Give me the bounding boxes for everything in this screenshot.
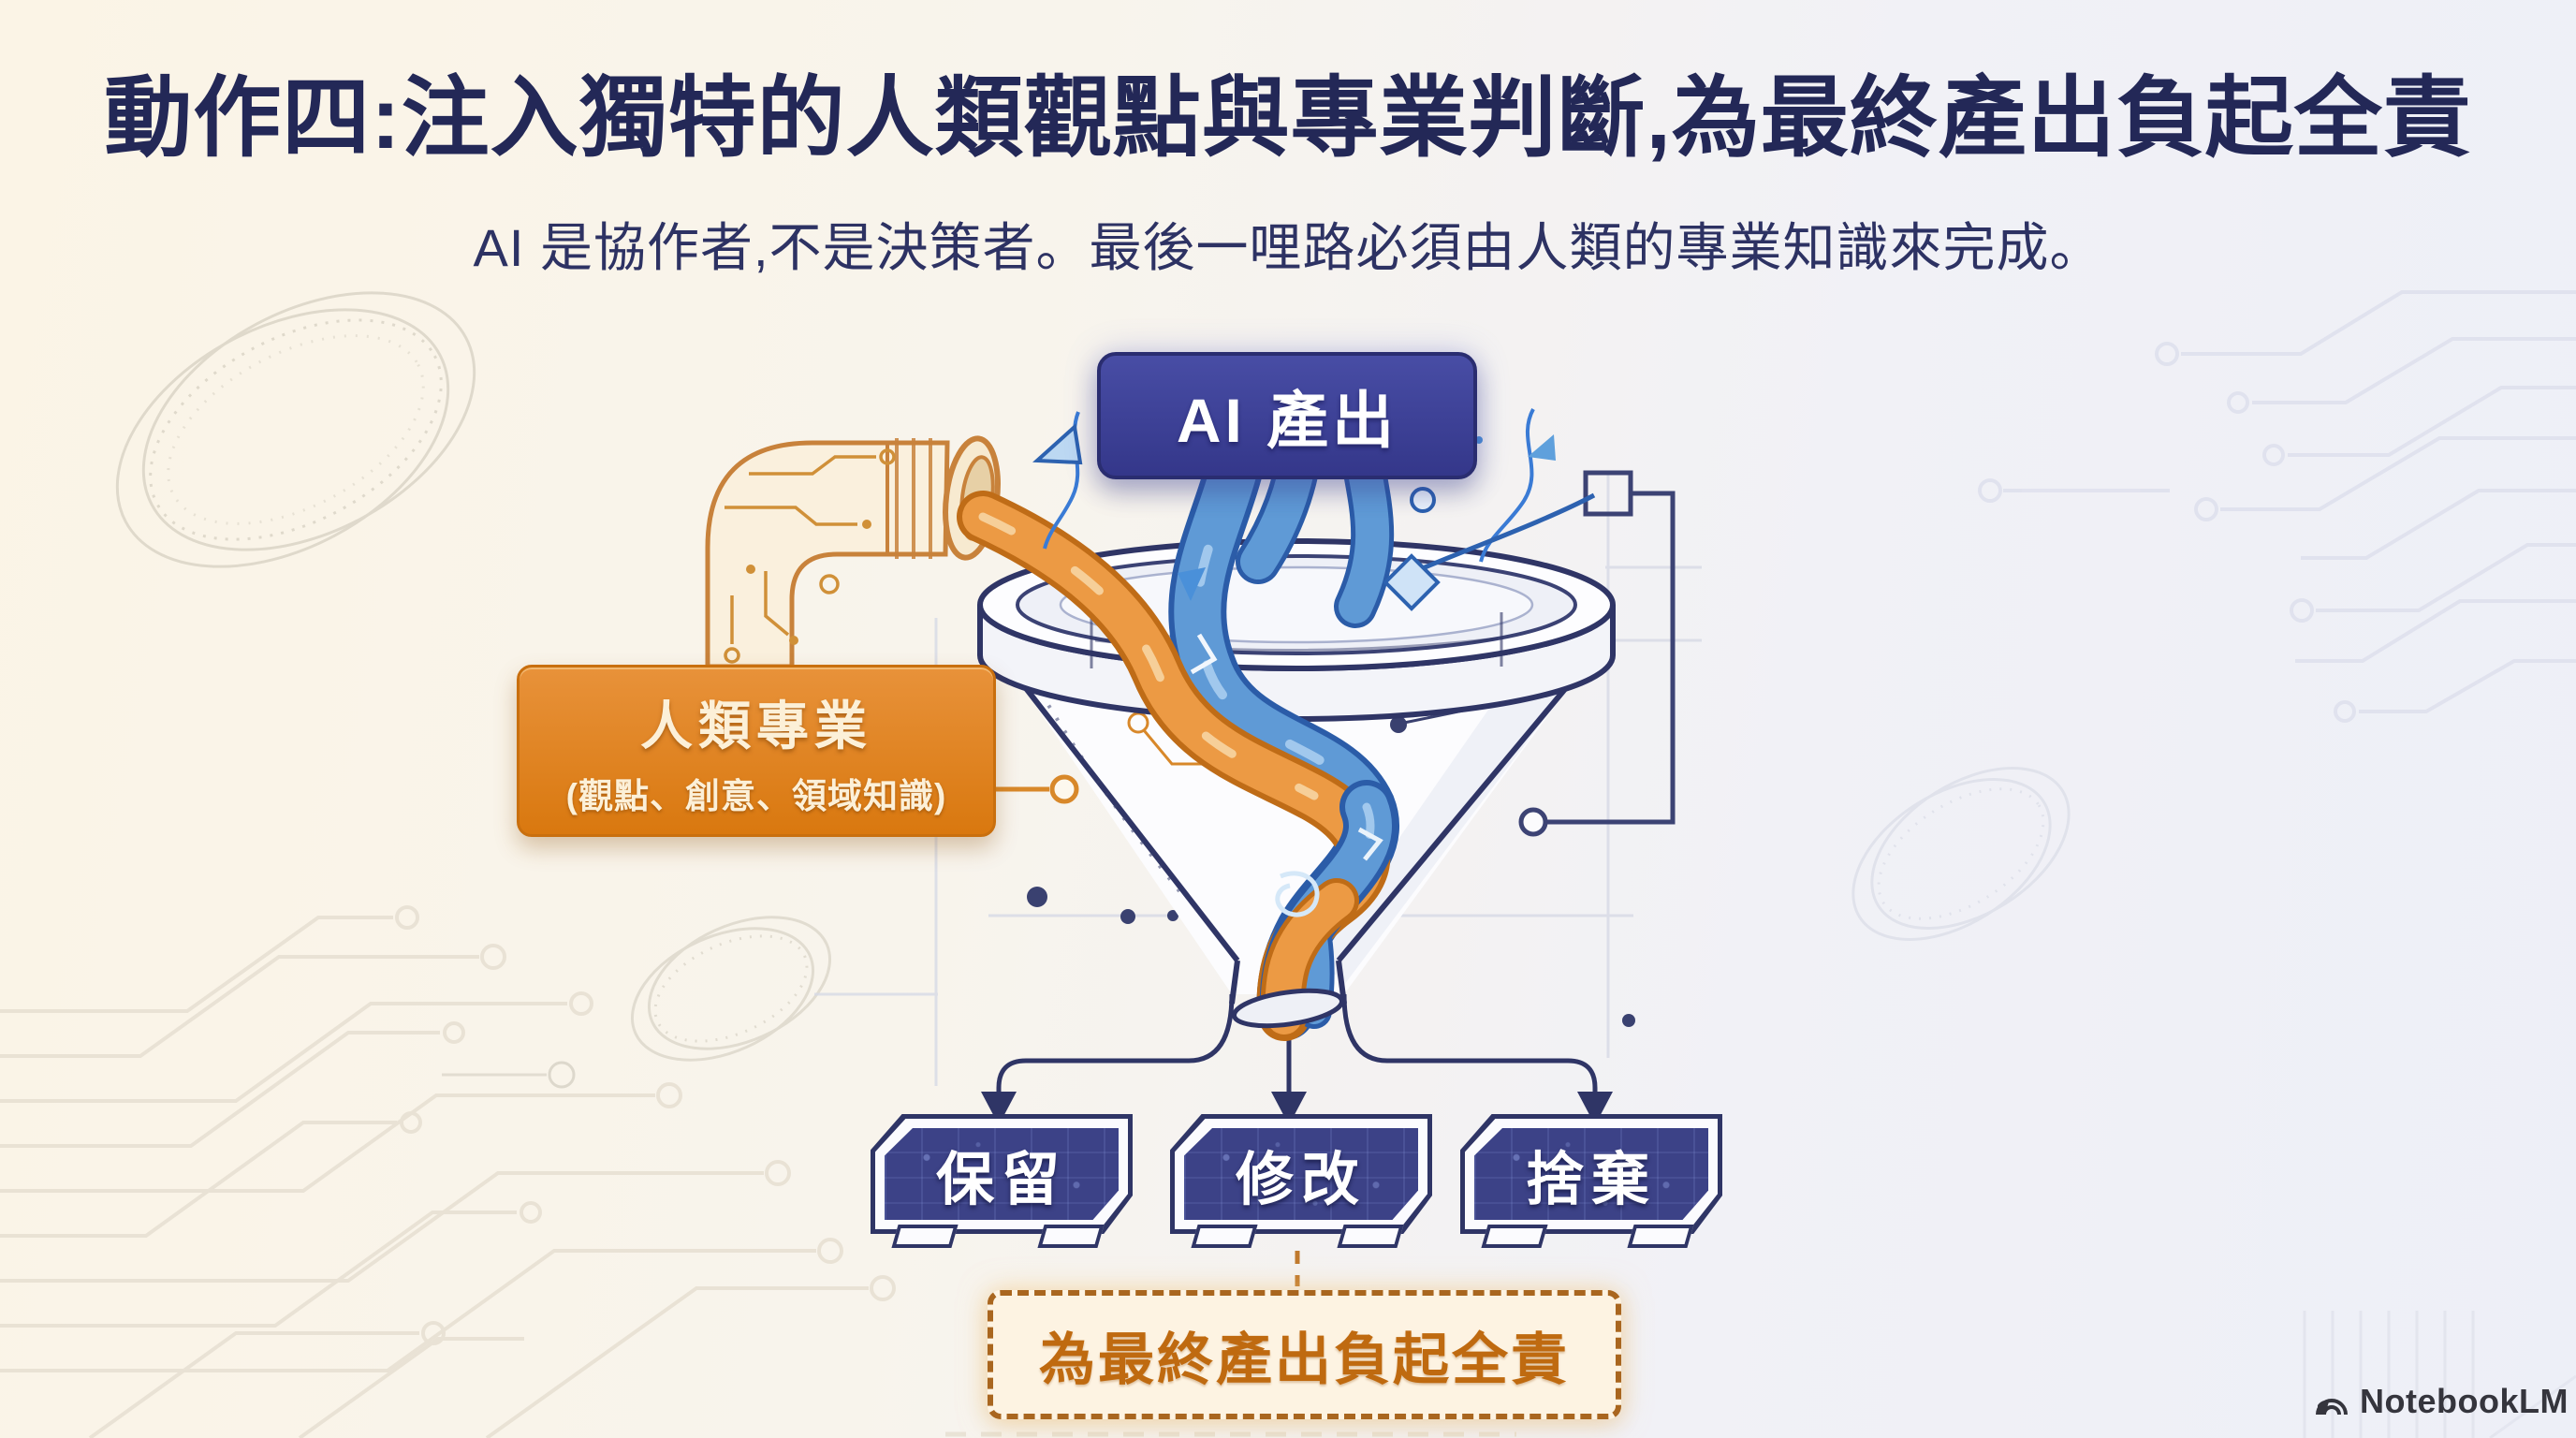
human-expertise-title: 人類專業 (640, 696, 872, 756)
circuit-pattern-bottom-left (0, 905, 896, 1438)
page-subtitle: AI 是協作者,不是決策者。最後一哩路必須由人類的專業知識來完成。 (473, 218, 2103, 277)
circuit-pattern-bottom-right (2303, 1311, 2576, 1438)
outcome-box-keep: 保留 (871, 1114, 1133, 1248)
hud-foot (1627, 1225, 1694, 1248)
outcome-box-discard: 捨棄 (1460, 1114, 1722, 1248)
hud-foot (891, 1225, 959, 1248)
outcome-modify-label: 修改 (1235, 1148, 1367, 1212)
hud-foot (1337, 1225, 1404, 1248)
human-expertise-box: 人類專業 (觀點、創意、領域知識) (517, 665, 996, 837)
mobius-ring-large (115, 291, 476, 568)
page-title: 動作四:注入獨特的人類觀點與專業判斷,為最終產出負起全責 (104, 68, 2472, 167)
floating-shapes (1032, 408, 1596, 611)
circuit-pattern-top-right (1978, 290, 2576, 723)
ai-output-box: AI 產出 (1097, 352, 1477, 479)
stream-flow-arrows (1190, 633, 1383, 917)
arrowheads (981, 1092, 1613, 1125)
hud-panel (1184, 1128, 1418, 1220)
connector-human-to-funnel (992, 774, 1079, 804)
funnel-spout (1229, 960, 1347, 1029)
outcome-keep-label: 保留 (935, 1148, 1067, 1212)
notebooklm-logo-icon (2316, 1399, 2349, 1416)
mobius-ring-small (630, 916, 832, 1062)
human-expertise-subtitle: (觀點、創意、領域知識) (565, 776, 947, 815)
responsibility-box: 為最終產出負起全責 (988, 1290, 1621, 1419)
mobius-ring-right (1852, 767, 2071, 941)
outcome-discard-label: 捨棄 (1525, 1148, 1657, 1212)
responsibility-label: 為最終產出負起全責 (1039, 1328, 1570, 1391)
hud-foot (1037, 1225, 1105, 1248)
human-input-pipe (705, 435, 1001, 669)
hud-panel (1474, 1128, 1708, 1220)
sketch-node (548, 1061, 576, 1089)
ai-output-label: AI 產出 (1176, 386, 1398, 455)
callout-bracket-right (1518, 470, 1676, 837)
hud-panel (885, 1128, 1119, 1220)
watermark-label: NotebookLM (2360, 1382, 2569, 1420)
outcome-box-modify: 修改 (1170, 1114, 1432, 1248)
hud-foot (1481, 1225, 1548, 1248)
hud-foot (1191, 1225, 1258, 1248)
watermark: NotebookLM (2314, 1382, 2569, 1421)
